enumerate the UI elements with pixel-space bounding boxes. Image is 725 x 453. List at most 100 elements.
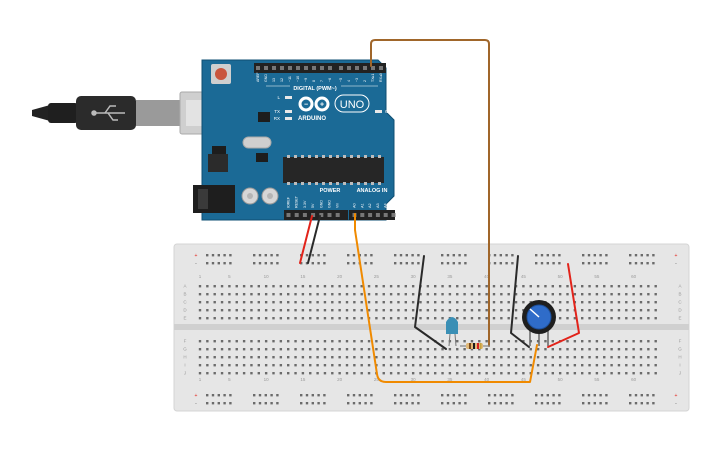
breadboard-hole[interactable]: [206, 372, 209, 375]
breadboard-hole[interactable]: [397, 301, 400, 304]
pin-hole[interactable]: [302, 213, 307, 217]
breadboard-hole[interactable]: [610, 372, 613, 375]
breadboard-hole[interactable]: [478, 356, 481, 359]
breadboard-hole[interactable]: [514, 301, 518, 304]
breadboard-hole[interactable]: [353, 317, 356, 320]
breadboard-hole[interactable]: [522, 364, 525, 367]
breadboard-hole[interactable]: [536, 340, 540, 343]
rail-hole[interactable]: [352, 394, 356, 397]
breadboard-hole[interactable]: [279, 285, 283, 288]
rail-hole[interactable]: [352, 254, 356, 257]
breadboard[interactable]: 1155101015152020252530303535404045455050…: [173, 243, 690, 412]
breadboard-hole[interactable]: [632, 364, 635, 367]
breadboard-hole[interactable]: [411, 364, 415, 367]
breadboard-hole[interactable]: [507, 317, 510, 320]
digital-pin-holes[interactable]: [256, 66, 383, 70]
breadboard-hole[interactable]: [566, 372, 569, 375]
breadboard-hole[interactable]: [573, 317, 577, 320]
breadboard-hole[interactable]: [345, 348, 349, 351]
breadboard-hole[interactable]: [478, 340, 481, 343]
breadboard-hole[interactable]: [411, 348, 415, 351]
breadboard-hole[interactable]: [441, 293, 444, 296]
breadboard-hole[interactable]: [316, 372, 319, 375]
breadboard-hole[interactable]: [558, 372, 562, 375]
rail-hole[interactable]: [270, 254, 273, 257]
breadboard-hole[interactable]: [404, 356, 407, 359]
breadboard-hole[interactable]: [360, 285, 363, 288]
breadboard-hole[interactable]: [375, 293, 378, 296]
breadboard-hole[interactable]: [492, 285, 496, 288]
rail-hole[interactable]: [358, 394, 361, 397]
breadboard-hole[interactable]: [294, 301, 297, 304]
pin-hole[interactable]: [256, 66, 260, 70]
breadboard-hole[interactable]: [360, 340, 363, 343]
breadboard-hole[interactable]: [419, 309, 422, 312]
breadboard-hole[interactable]: [345, 356, 349, 359]
breadboard-hole[interactable]: [242, 301, 246, 304]
breadboard-hole[interactable]: [309, 301, 312, 304]
breadboard-hole[interactable]: [338, 348, 341, 351]
pin-hole[interactable]: [371, 66, 375, 70]
rail-hole[interactable]: [441, 262, 444, 265]
breadboard-hole[interactable]: [389, 309, 393, 312]
breadboard-hole[interactable]: [441, 356, 444, 359]
rail-hole[interactable]: [540, 254, 544, 257]
breadboard-hole[interactable]: [529, 348, 532, 351]
rail-hole[interactable]: [499, 394, 502, 397]
breadboard-hole[interactable]: [279, 309, 283, 312]
breadboard-hole[interactable]: [228, 293, 231, 296]
breadboard-hole[interactable]: [360, 348, 363, 351]
breadboard-hole[interactable]: [448, 301, 452, 304]
rail-hole[interactable]: [464, 254, 467, 257]
breadboard-hole[interactable]: [375, 285, 378, 288]
breadboard-hole[interactable]: [617, 364, 621, 367]
breadboard-hole[interactable]: [360, 356, 363, 359]
breadboard-hole[interactable]: [654, 348, 657, 351]
breadboard-hole[interactable]: [507, 364, 510, 367]
breadboard-hole[interactable]: [397, 356, 400, 359]
breadboard-hole[interactable]: [610, 340, 613, 343]
breadboard-hole[interactable]: [463, 372, 466, 375]
breadboard-hole[interactable]: [625, 285, 628, 288]
breadboard-hole[interactable]: [235, 285, 238, 288]
breadboard-hole[interactable]: [338, 364, 341, 367]
rail-hole[interactable]: [264, 402, 267, 405]
breadboard-hole[interactable]: [206, 340, 209, 343]
breadboard-hole[interactable]: [228, 372, 231, 375]
breadboard-hole[interactable]: [573, 285, 577, 288]
breadboard-hole[interactable]: [588, 317, 591, 320]
breadboard-hole[interactable]: [382, 309, 385, 312]
breadboard-hole[interactable]: [294, 340, 297, 343]
breadboard-hole[interactable]: [360, 372, 363, 375]
rail-hole[interactable]: [629, 402, 632, 405]
rail-hole[interactable]: [558, 254, 561, 257]
rail-hole[interactable]: [499, 262, 502, 265]
breadboard-hole[interactable]: [434, 348, 437, 351]
breadboard-hole[interactable]: [647, 356, 650, 359]
breadboard-hole[interactable]: [279, 348, 283, 351]
rail-hole[interactable]: [206, 402, 209, 405]
breadboard-hole[interactable]: [522, 309, 525, 312]
breadboard-hole[interactable]: [485, 309, 488, 312]
breadboard-hole[interactable]: [632, 285, 635, 288]
breadboard-hole[interactable]: [603, 340, 606, 343]
breadboard-hole[interactable]: [220, 372, 224, 375]
breadboard-hole[interactable]: [309, 293, 312, 296]
breadboard-hole[interactable]: [434, 364, 437, 367]
wire-black-gnd-to-rail[interactable]: [307, 215, 321, 264]
breadboard-hole[interactable]: [463, 340, 466, 343]
breadboard-hole[interactable]: [478, 317, 481, 320]
breadboard-hole[interactable]: [345, 372, 349, 375]
breadboard-hole[interactable]: [492, 293, 496, 296]
breadboard-hole[interactable]: [647, 309, 650, 312]
breadboard-hole[interactable]: [603, 356, 606, 359]
breadboard-hole[interactable]: [617, 348, 621, 351]
breadboard-hole[interactable]: [603, 372, 606, 375]
rail-hole[interactable]: [646, 402, 649, 405]
breadboard-holes[interactable]: [198, 254, 657, 405]
breadboard-hole[interactable]: [404, 364, 407, 367]
rail-hole[interactable]: [352, 402, 356, 405]
rail-hole[interactable]: [323, 394, 326, 397]
breadboard-hole[interactable]: [478, 285, 481, 288]
breadboard-hole[interactable]: [588, 372, 591, 375]
